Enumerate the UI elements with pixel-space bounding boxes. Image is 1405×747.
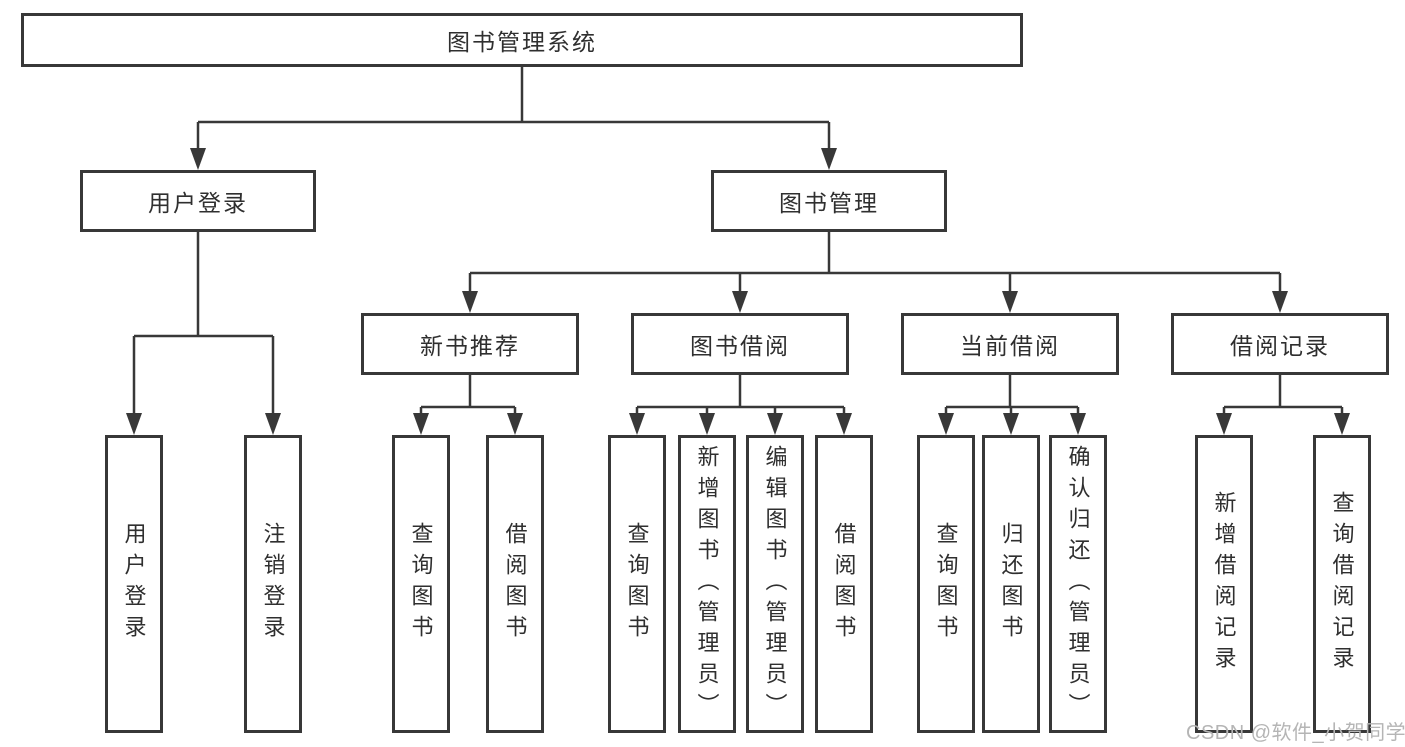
node-book-borrow: 图书借阅 bbox=[631, 313, 849, 375]
leaf-edit-books-admin-label: 编辑图书（管理员） bbox=[762, 444, 788, 724]
leaf-query-books-recommend-label: 查询图书 bbox=[408, 522, 434, 646]
leaf-edit-books-admin: 编辑图书（管理员） bbox=[746, 435, 804, 733]
leaf-query-books-current-label: 查询图书 bbox=[933, 522, 959, 646]
leaf-query-books-borrow-label: 查询图书 bbox=[624, 522, 650, 646]
node-borrow-records: 借阅记录 bbox=[1171, 313, 1389, 375]
node-user-login-label: 用户登录 bbox=[148, 190, 248, 216]
leaf-logout: 注销登录 bbox=[244, 435, 302, 733]
leaf-confirm-return-admin: 确认归还（管理员） bbox=[1049, 435, 1107, 733]
node-book-management-label: 图书管理 bbox=[779, 190, 879, 216]
node-borrow-records-label: 借阅记录 bbox=[1230, 333, 1330, 359]
leaf-query-borrow-record-label: 查询借阅记录 bbox=[1329, 491, 1355, 677]
watermark: CSDN @软件_小贺同学 bbox=[1186, 722, 1405, 744]
leaf-logout-label: 注销登录 bbox=[260, 522, 286, 646]
node-user-login: 用户登录 bbox=[80, 170, 316, 232]
node-book-borrow-label: 图书借阅 bbox=[690, 333, 790, 359]
node-current-borrow-label: 当前借阅 bbox=[960, 333, 1060, 359]
leaf-return-books-label: 归还图书 bbox=[998, 522, 1024, 646]
node-root-label: 图书管理系统 bbox=[447, 29, 597, 55]
node-book-management: 图书管理 bbox=[711, 170, 947, 232]
leaf-add-borrow-record-label: 新增借阅记录 bbox=[1211, 491, 1237, 677]
node-new-book-recommend: 新书推荐 bbox=[361, 313, 579, 375]
leaf-return-books: 归还图书 bbox=[982, 435, 1040, 733]
leaf-user-login: 用户登录 bbox=[105, 435, 163, 733]
leaf-add-books-admin: 新增图书（管理员） bbox=[678, 435, 736, 733]
leaf-add-borrow-record: 新增借阅记录 bbox=[1195, 435, 1253, 733]
leaf-query-books-current: 查询图书 bbox=[917, 435, 975, 733]
leaf-borrow-books-recommend-label: 借阅图书 bbox=[502, 522, 528, 646]
leaf-borrow-books-label: 借阅图书 bbox=[831, 522, 857, 646]
leaf-user-login-label: 用户登录 bbox=[121, 522, 147, 646]
leaf-query-books-recommend: 查询图书 bbox=[392, 435, 450, 733]
node-current-borrow: 当前借阅 bbox=[901, 313, 1119, 375]
leaf-confirm-return-admin-label: 确认归还（管理员） bbox=[1065, 444, 1091, 724]
node-root: 图书管理系统 bbox=[21, 13, 1023, 67]
node-new-book-recommend-label: 新书推荐 bbox=[420, 333, 520, 359]
leaf-add-books-admin-label: 新增图书（管理员） bbox=[694, 444, 720, 724]
leaf-borrow-books: 借阅图书 bbox=[815, 435, 873, 733]
leaf-query-borrow-record: 查询借阅记录 bbox=[1313, 435, 1371, 733]
leaf-query-books-borrow: 查询图书 bbox=[608, 435, 666, 733]
leaf-borrow-books-recommend: 借阅图书 bbox=[486, 435, 544, 733]
